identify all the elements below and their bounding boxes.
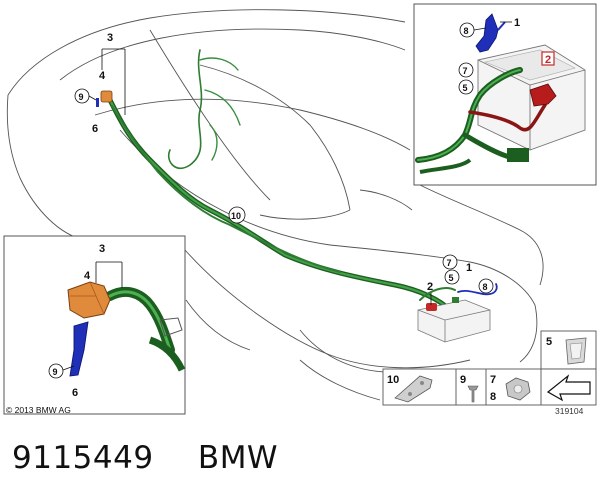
legend-7-number: 7 [490,374,496,386]
part-number: 9115449 [12,440,154,476]
clip-detail-inset: 3 4 9 6 © 2013 BMW AG [3,235,186,415]
callout-5-main: 5 [449,273,454,283]
callout-6-inset: 6 [72,387,78,399]
callout-1-inset: 1 [514,17,520,29]
callout-7-inset: 7 [463,66,468,76]
parts-legend: 5 10 9 7 8 319104 [382,330,597,416]
main-battery [417,297,491,343]
callout-9-main: 9 [79,92,84,102]
callout-6-main: 6 [92,123,98,135]
callout-3-main: 3 [107,32,113,44]
legend-5-number: 5 [546,336,552,348]
legend-9-number: 9 [460,374,466,386]
main-callouts: 3 4 9 6 10 7 5 1 8 2 [74,32,494,305]
callout-2-inset: 2 [545,54,551,66]
part-9-screw-icon [467,385,479,403]
part-caption: 9115449 BMW [12,440,278,476]
copyright-text: © 2013 BMW AG [6,405,71,415]
legend-8-number: 8 [490,391,496,403]
main-clip-4 [100,90,113,103]
callout-8-main: 8 [483,282,488,292]
legend-10-number: 10 [387,374,399,386]
battery-detail-inset: 8 1 7 5 2 [413,3,597,186]
car-outline [6,9,544,401]
diagram-number: 319104 [555,406,584,416]
brand-name: BMW [197,440,279,476]
callout-10-main: 10 [231,211,241,221]
callout-5-inset: 5 [463,83,468,93]
direction-arrow-icon [546,374,591,402]
callout-9-inset: 9 [53,367,58,377]
callout-4-main: 4 [99,70,106,82]
callout-1-main: 1 [466,262,472,274]
callout-2-main: 2 [427,281,433,293]
main-bracket-6 [96,98,99,107]
callout-3-inset: 3 [99,243,105,255]
callout-7-main: 7 [447,258,452,268]
callout-8-inset: 8 [464,26,469,36]
callout-4-inset: 4 [84,270,91,282]
